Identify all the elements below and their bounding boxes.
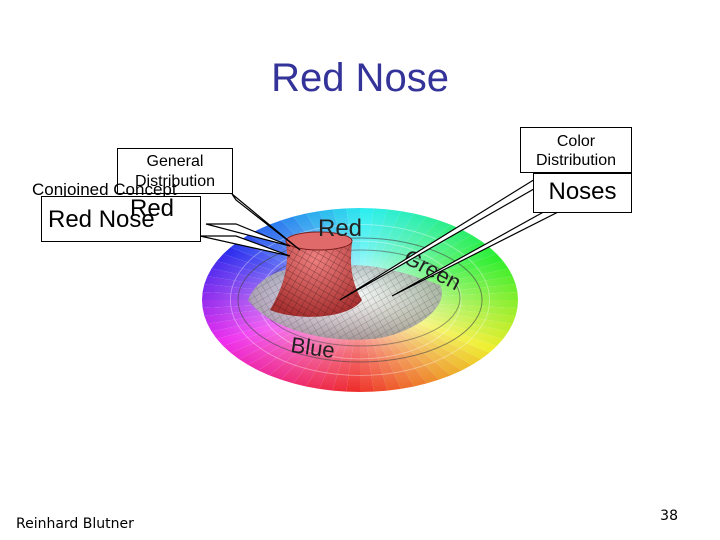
red-nose-box	[41, 196, 201, 242]
red-nose-peak-mesh	[270, 233, 362, 317]
pointer-red-nose	[199, 235, 291, 257]
wheel-label-blue: Blue	[289, 332, 336, 363]
contour-ring	[237, 237, 483, 363]
pointer-red	[205, 223, 291, 247]
noses-label: Noses	[548, 178, 617, 205]
footer-author: Reinhard Blutner	[16, 516, 134, 532]
slide-title: Red Nose	[271, 56, 449, 100]
noses-box: Noses	[533, 173, 632, 213]
conjoined-concept-label: Conjoined Concept	[32, 180, 177, 199]
general-distribution-label: General Distribution	[134, 153, 216, 190]
page-number: 38	[660, 508, 678, 524]
pointer-general	[231, 193, 301, 251]
callout-pointers	[199, 175, 568, 301]
color-distribution-label: Color Distribution	[535, 133, 617, 169]
red-label: Red	[130, 195, 175, 222]
color-distribution-box: Color Distribution	[520, 127, 632, 173]
general-distribution-box: General Distribution	[117, 148, 233, 194]
red-nose-label: Red Nose	[48, 206, 155, 233]
red-nose-peak-top	[285, 231, 353, 251]
wheel-label-red: Red	[318, 215, 362, 242]
